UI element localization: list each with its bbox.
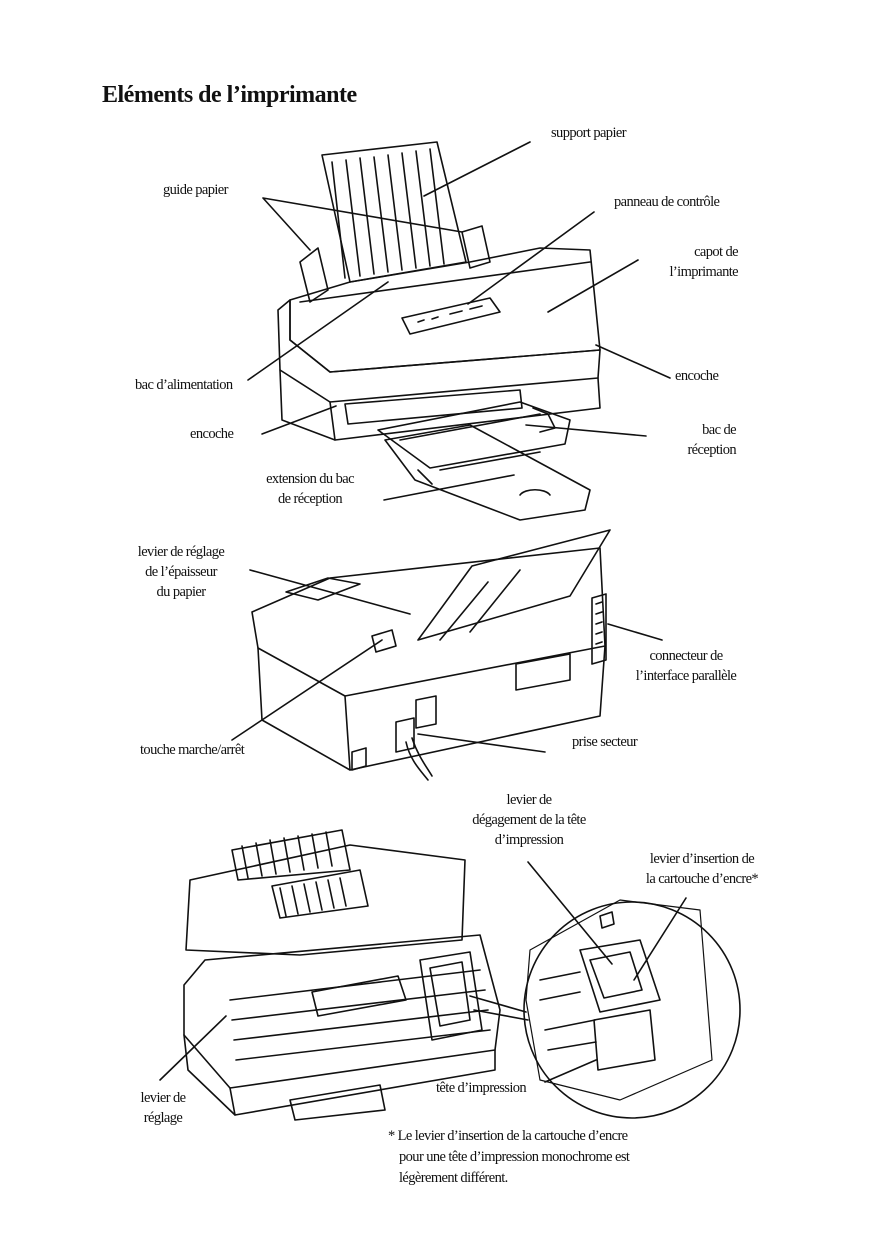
figure-printer-open <box>159 829 741 1121</box>
footnote: * Le levier d’insertion de la cartouche … <box>388 1126 630 1189</box>
figure-printer-rear <box>231 529 663 781</box>
label-connecteur-line2: l’interface parallèle <box>635 668 737 684</box>
label-degagement-line1: levier de <box>506 792 553 808</box>
label-bac-reception-line2: réception <box>687 442 736 458</box>
label-levier-epaisseur: levier de réglage de l’épaisseur du papi… <box>126 542 236 602</box>
label-levier-insertion: levier d’insertion de la cartouche d’enc… <box>636 849 768 889</box>
label-capot: capot de l’imprimante <box>640 242 738 282</box>
label-extension-line1: extension du bac <box>266 471 354 487</box>
label-reglage-line1: levier de <box>140 1090 187 1106</box>
figure-printer-front <box>247 141 671 521</box>
page-title: Eléments de l’imprimante <box>102 82 357 108</box>
label-encoche-right: encoche <box>675 368 719 384</box>
label-guide-papier: guide papier <box>163 182 228 198</box>
label-capot-line2: l’imprimante <box>669 264 738 280</box>
label-degagement-line3: d’impression <box>494 832 564 848</box>
label-insertion-line2: la cartouche d’encre* <box>645 871 759 887</box>
label-connecteur: connecteur de l’interface parallèle <box>626 646 746 686</box>
label-degagement-line2: dégagement de la tête <box>472 812 586 828</box>
footnote-line1: * Le levier d’insertion de la cartouche … <box>388 1128 628 1144</box>
label-touche-marche-arret: touche marche/arrêt <box>140 742 245 758</box>
label-extension-bac: extension du bac de réception <box>252 469 368 509</box>
label-bac-reception-line1: bac de <box>702 422 736 438</box>
label-connecteur-line1: connecteur de <box>649 648 723 664</box>
label-support-papier: support papier <box>551 125 627 141</box>
label-levier-degagement: levier de dégagement de la tête d’impres… <box>456 790 602 850</box>
label-levier-reglage: levier de réglage <box>132 1088 194 1128</box>
label-tete-impression: tête d’impression <box>436 1080 527 1096</box>
label-insertion-line1: levier d’insertion de <box>649 851 755 867</box>
label-bac-reception: bac de réception <box>650 420 736 460</box>
label-panneau-controle: panneau de contrôle <box>614 194 720 210</box>
label-levier-epaisseur-line3: du papier <box>156 584 207 600</box>
label-extension-line2: de réception <box>277 491 343 507</box>
label-levier-epaisseur-line1: levier de réglage <box>137 544 225 560</box>
label-levier-epaisseur-line2: de l’épaisseur <box>145 564 217 580</box>
footnote-line2: pour une tête d’impression monochrome es… <box>399 1149 630 1165</box>
footnote-line3: légèrement différent. <box>399 1170 508 1186</box>
label-bac-alimentation: bac d’alimentation <box>135 377 233 393</box>
label-capot-line1: capot de <box>694 244 739 260</box>
label-reglage-line2: réglage <box>143 1110 183 1126</box>
label-encoche-left: encoche <box>190 426 234 442</box>
label-prise-secteur: prise secteur <box>572 734 638 750</box>
